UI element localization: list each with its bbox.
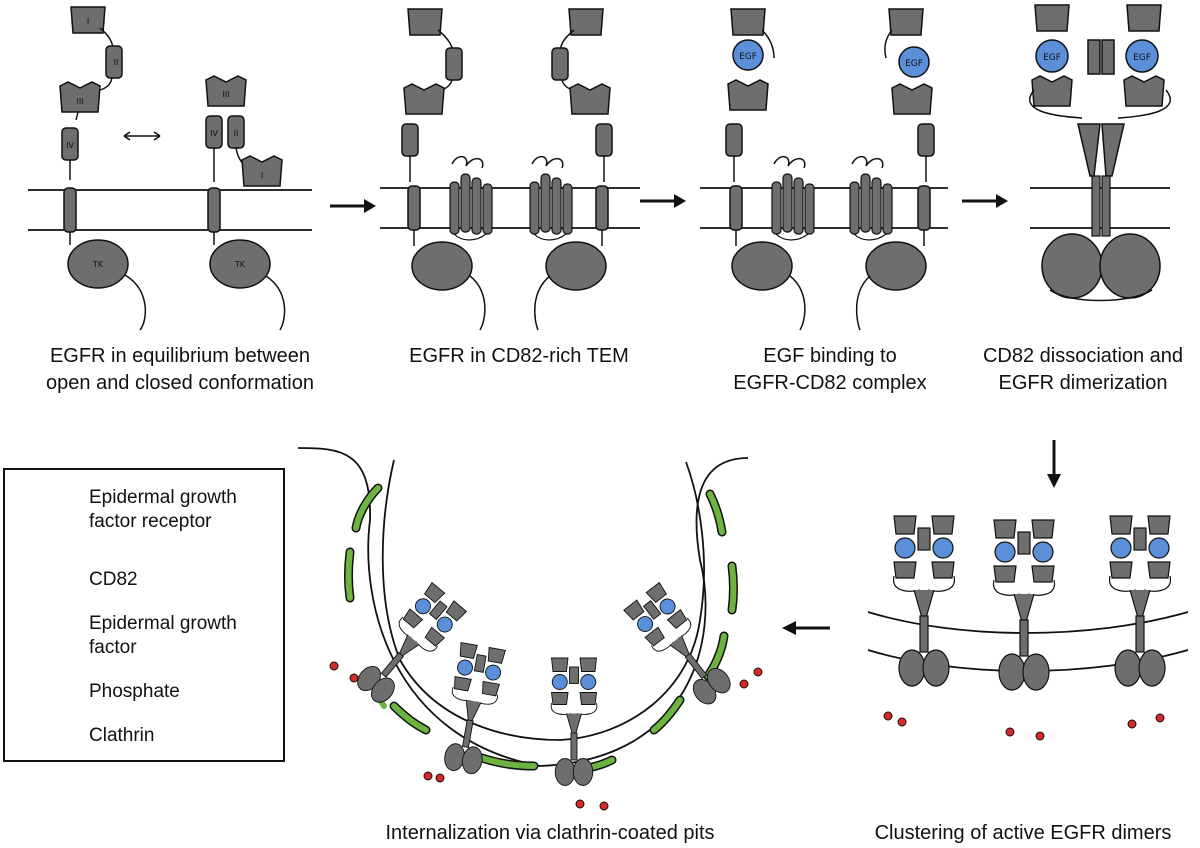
phosphates-panel5 <box>883 711 1165 741</box>
legend <box>3 468 285 762</box>
domain-label-ii: II <box>114 58 119 67</box>
caption-panel-6-line-1: Internalization via clathrin-coated pits <box>385 822 715 844</box>
arrow-panel3-to-panel4 <box>962 194 1008 208</box>
egf-ligand-dimer-left <box>1035 39 1069 73</box>
egfr-open: I II III IV TK <box>59 6 147 331</box>
egfr-closed: III IV II I TK <box>205 75 286 331</box>
caption-panel-4-line-2: EGFR dimerization <box>998 372 1168 394</box>
arrow-panel5-to-panel6 <box>782 621 830 635</box>
domain-label-i-closed: I <box>261 171 263 180</box>
panel-2-cd82-tem <box>380 8 640 331</box>
caption-panel-1: EGFR in equilibrium between open and clo… <box>20 343 340 397</box>
caption-panel-6: Internalization via clathrin-coated pits <box>340 820 760 847</box>
caption-panel-4: CD82 dissociation and EGFR dimerization <box>966 343 1200 397</box>
caption-panel-1-line-1: EGFR in equilibrium between <box>49 345 311 367</box>
caption-panel-5: Clustering of active EGFR dimers <box>846 820 1200 847</box>
egf-label-right: EGF <box>905 59 923 69</box>
caption-panel-3: EGF binding to EGFR-CD82 complex <box>700 343 960 397</box>
domain-label-i: I <box>87 17 89 26</box>
caption-panel-3-line-2: EGFR-CD82 complex <box>733 372 927 394</box>
active-dimer-3 <box>1108 515 1172 687</box>
egf-label-left: EGF <box>739 52 757 62</box>
egf-label-dimer-left: EGF <box>1043 53 1061 63</box>
arrow-panel4-to-panel5 <box>1047 440 1061 488</box>
legend-egfr-label: Epidermal growth factor receptor <box>89 486 237 534</box>
equilibrium-arrow <box>123 131 161 141</box>
domain-label-tk: TK <box>92 260 104 269</box>
phosphates-panel6 <box>329 661 763 811</box>
legend-egfr-label-line-1: Epidermal growth <box>89 487 237 508</box>
caption-panel-4-line-1: CD82 dissociation and <box>982 345 1184 367</box>
clathrin-coat <box>344 483 738 775</box>
egf-label-dimer-right: EGF <box>1133 53 1151 63</box>
panel-6-internalization <box>297 447 763 811</box>
caption-panel-2: EGFR in CD82-rich TEM <box>384 343 654 370</box>
active-dimer-1 <box>892 515 956 687</box>
legend-egf-label: Epidermal growth factor <box>89 612 237 660</box>
panel-3-egf-binding: EGF EGF <box>700 8 948 331</box>
legend-phosphate-label: Phosphate <box>89 681 180 702</box>
arrow-panel1-to-panel2 <box>330 199 376 213</box>
egf-ligand-dimer-right <box>1125 39 1159 73</box>
caption-panel-3-line-1: EGF binding to <box>763 345 897 367</box>
caption-panel-2-line-1: EGFR in CD82-rich TEM <box>409 345 629 367</box>
domain-label-ii-closed: II <box>234 129 239 138</box>
legend-cd82-label: CD82 <box>89 569 138 590</box>
domain-label-iii: III <box>76 97 83 106</box>
caption-panel-5-line-1: Clustering of active EGFR dimers <box>874 822 1172 844</box>
domain-label-iv-closed: IV <box>210 129 218 138</box>
domain-label-iv: IV <box>66 141 74 150</box>
legend-egfr-label-line-2: factor receptor <box>89 511 212 532</box>
panel-5-clustering <box>867 515 1189 741</box>
panel-4-dimerization: EGF EGF <box>1029 4 1171 302</box>
egf-ligand-left <box>732 39 764 71</box>
active-dimer-2 <box>992 519 1056 691</box>
caption-panel-1-line-2: open and closed conformation <box>46 372 314 394</box>
legend-clathrin-label: Clathrin <box>89 725 155 746</box>
domain-label-iii-closed: III <box>222 90 229 99</box>
egf-ligand-right <box>898 46 930 78</box>
legend-egf-label-line-1: Epidermal growth <box>89 613 237 634</box>
panel-1-equilibrium: I II III IV TK III IV II I TK <box>28 6 312 331</box>
arrow-panel2-to-panel3 <box>640 194 686 208</box>
legend-egf-label-line-2: factor <box>89 637 137 658</box>
domain-label-tk-closed: TK <box>234 260 246 269</box>
